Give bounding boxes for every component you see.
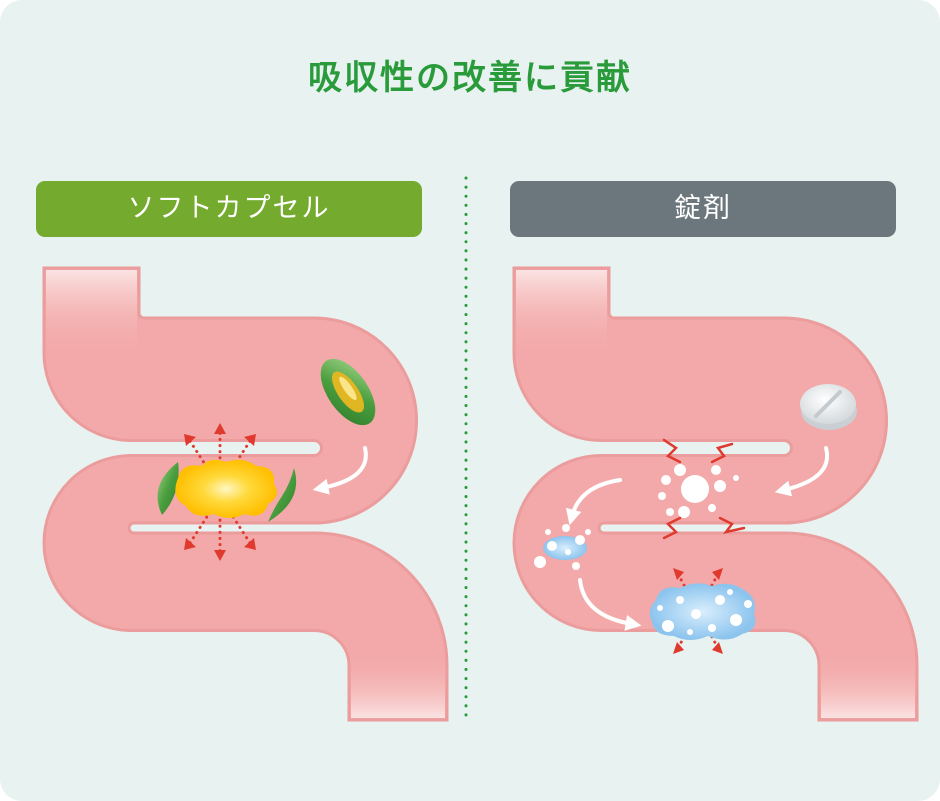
shell-fragment-right: [268, 468, 297, 522]
large-blue-particles: [649, 583, 756, 640]
flow-arrow: [774, 446, 830, 497]
capsule-icon: [320, 358, 376, 426]
right-intestine: [512, 266, 919, 722]
flow-arrow: [565, 478, 622, 526]
dissolving-particles-icon: [658, 464, 739, 518]
soft-capsule-label: ソフトカプセル: [36, 181, 422, 237]
tablet-icon: [800, 384, 857, 430]
red-arrowheads: [184, 423, 256, 561]
flow-arrow: [578, 578, 642, 631]
small-blue-particles: [534, 524, 591, 570]
tablet-label: 錠剤: [510, 181, 896, 237]
disintegration-arrows: [662, 438, 746, 540]
red-arrowheads: [673, 568, 723, 654]
shell-fragment-left: [157, 462, 179, 515]
page-title: 吸収性の改善に貢献: [308, 58, 632, 98]
capsule-contents: [175, 459, 277, 518]
flow-arrow: [312, 446, 368, 495]
